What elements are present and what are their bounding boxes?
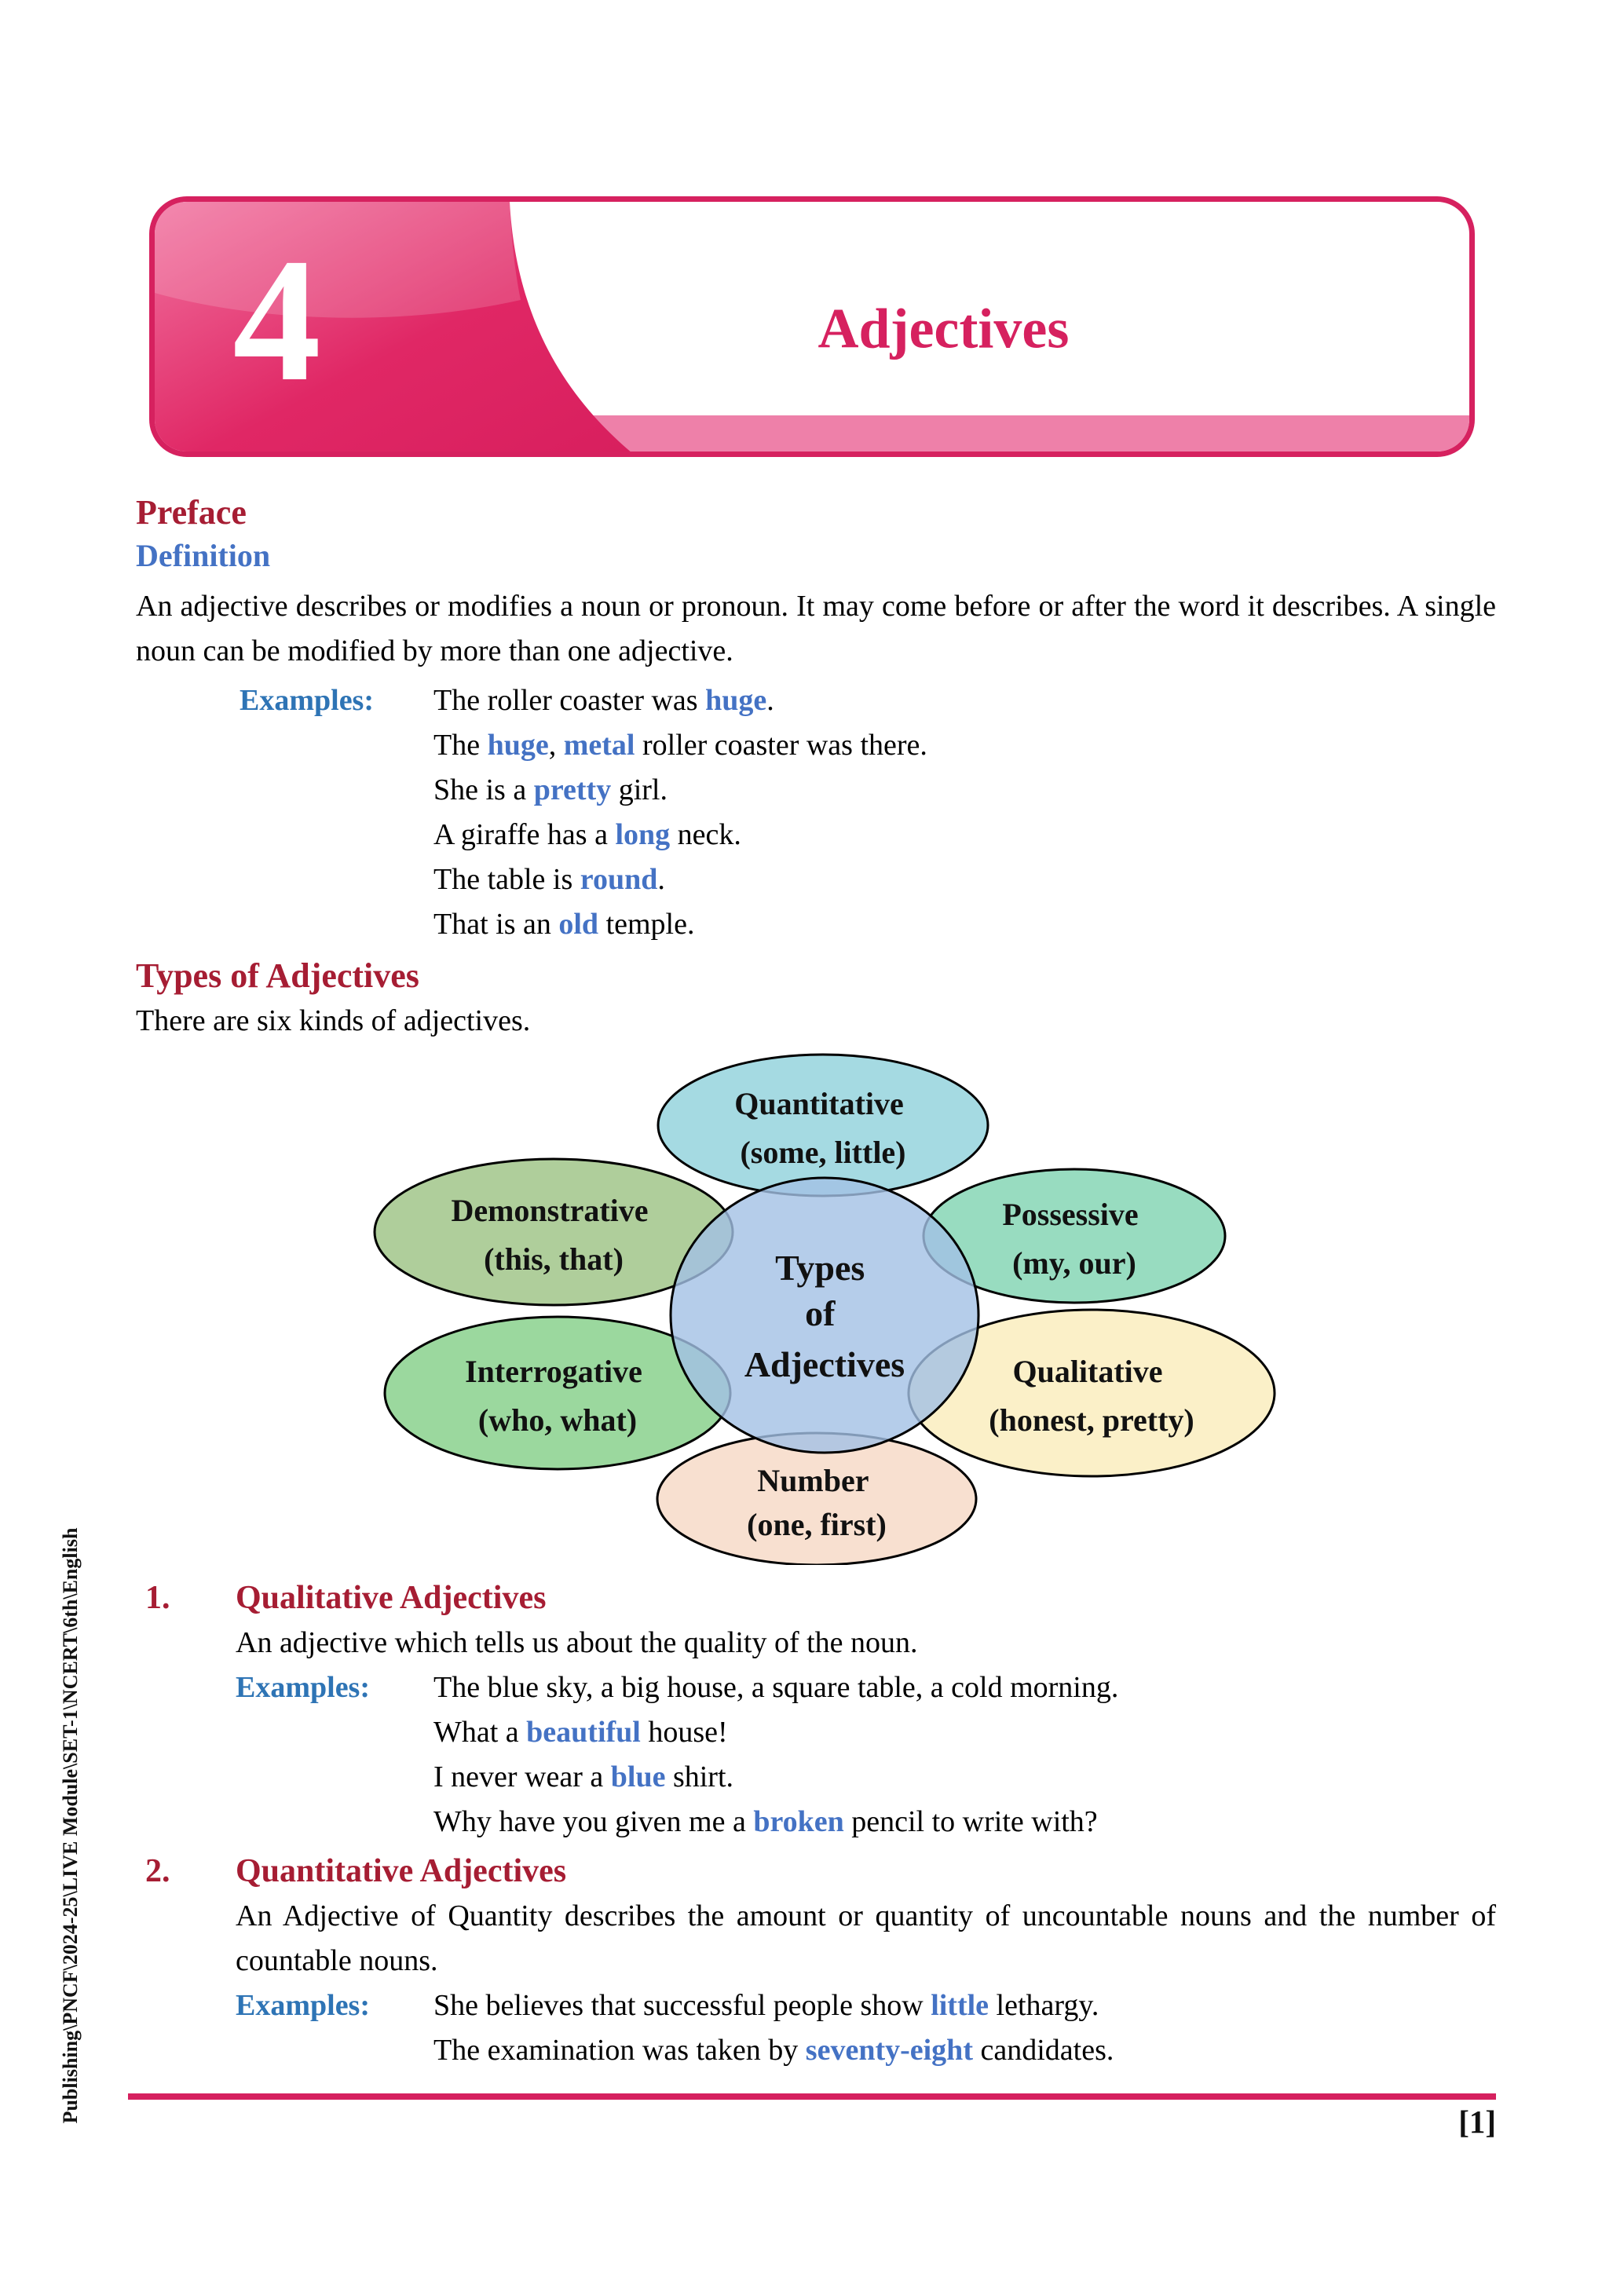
example-text: Why have you given me a broken pencil to… <box>433 1805 1098 1838</box>
example-text: She is a pretty girl. <box>433 773 668 806</box>
examples-label-spacer <box>240 813 433 857</box>
label-possessive: Possessive (my, our) <box>1002 1197 1146 1281</box>
section-qualitative: 1. Qualitative Adjectives An adjective w… <box>136 1576 1496 1844</box>
section-body: An adjective which tells us about the qu… <box>236 1626 918 1659</box>
example-text: I never wear a blue shirt. <box>433 1760 734 1793</box>
footer-rule <box>128 2093 1496 2100</box>
types-of-adjectives-diagram: Quantitative (some, little) Demonstrativ… <box>373 1053 1276 1565</box>
section-examples: Examples: The blue sky, a big house, a s… <box>236 1665 1496 1844</box>
example-row: Examples: The roller coaster was huge. <box>240 678 1496 723</box>
preface-heading: Preface <box>136 493 247 532</box>
label-interrogative: Interrogative (who, what) <box>465 1354 650 1438</box>
definition-subheading: Definition <box>136 538 271 573</box>
ellipse-quantitative <box>657 1053 989 1197</box>
label-demonstrative: Demonstrative (this, that) <box>451 1193 656 1277</box>
examples-label-spacer <box>240 902 433 947</box>
example-text: The huge, metal roller coaster was there… <box>433 729 927 762</box>
example-text: A giraffe has a long neck. <box>433 818 741 851</box>
page-number: [1] <box>1458 2104 1496 2140</box>
section-content: Quantitative Adjectives An Adjective of … <box>236 1849 1496 2073</box>
example-row: Examples: The blue sky, a big house, a s… <box>236 1665 1496 1710</box>
label-qualitative: Qualitative (honest, pretty) <box>989 1354 1194 1438</box>
example-text: That is an old temple. <box>433 908 695 941</box>
ellipse-center <box>669 1176 980 1454</box>
example-row: The table is round. <box>240 857 1496 902</box>
examples-label-spacer <box>240 768 433 813</box>
example-text: She believes that successful people show… <box>433 1989 1099 2022</box>
section-examples: Examples: She believes that successful p… <box>236 1983 1496 2073</box>
example-row: What a beautiful house! <box>236 1710 1496 1755</box>
examples-label: Examples: <box>240 684 374 717</box>
example-row: Examples: She believes that successful p… <box>236 1983 1496 2028</box>
chapter-banner: 4 Adjectives <box>149 196 1475 457</box>
section-number: 1. <box>145 1580 170 1616</box>
examples-label-spacer <box>236 1710 433 1755</box>
example-text: The roller coaster was huge. <box>433 684 774 717</box>
examples-label-spacer <box>236 1800 433 1844</box>
types-intro: There are six kinds of adjectives. <box>136 1004 531 1037</box>
example-text: What a beautiful house! <box>433 1716 728 1749</box>
example-row: That is an old temple. <box>240 902 1496 947</box>
example-text: The examination was taken by seventy-eig… <box>433 2034 1114 2067</box>
sidebar-vertical-text: Publishing\PNCF\2024-25\LIVE Module\SET-… <box>59 1527 82 2124</box>
chapter-tab-shape <box>155 202 631 452</box>
examples-label-spacer <box>240 723 433 768</box>
label-quantitative: Quantitative (some, little) <box>734 1086 912 1170</box>
example-row: The huge, metal roller coaster was there… <box>240 723 1496 768</box>
section-number: 2. <box>145 1853 170 1889</box>
section-body: An Adjective of Quantity describes the a… <box>236 1899 1496 1977</box>
example-row: She is a pretty girl. <box>240 768 1496 813</box>
examples-label-spacer <box>236 1755 433 1800</box>
section-heading: Quantitative Adjectives <box>236 1853 567 1889</box>
chapter-title: Adjectives <box>817 297 1070 360</box>
examples-label-spacer <box>236 2028 433 2073</box>
section-heading: Qualitative Adjectives <box>236 1580 547 1616</box>
label-center: Types of Adjectives <box>744 1248 905 1384</box>
examples-label: Examples: <box>236 1671 370 1704</box>
types-heading: Types of Adjectives <box>136 956 419 995</box>
examples-label: Examples: <box>236 1989 370 2022</box>
definition-paragraph: An adjective describes or modifies a nou… <box>136 590 1496 667</box>
example-row: The examination was taken by seventy-eig… <box>236 2028 1496 2073</box>
section-content: Qualitative Adjectives An adjective whic… <box>236 1576 1496 1844</box>
example-row: I never wear a blue shirt. <box>236 1755 1496 1800</box>
example-text: The blue sky, a big house, a square tabl… <box>433 1671 1119 1704</box>
chapter-number: 4 <box>232 221 321 418</box>
main-content: Preface Definition An adjective describe… <box>136 492 1496 2073</box>
example-text: The table is round. <box>433 863 665 896</box>
section-quantitative: 2. Quantitative Adjectives An Adjective … <box>136 1849 1496 2073</box>
examples-label-spacer <box>240 857 433 902</box>
example-row: Why have you given me a broken pencil to… <box>236 1800 1496 1844</box>
label-number: Number (one, first) <box>747 1463 887 1542</box>
example-row: A giraffe has a long neck. <box>240 813 1496 857</box>
preface-examples: Examples: The roller coaster was huge. T… <box>240 678 1496 947</box>
